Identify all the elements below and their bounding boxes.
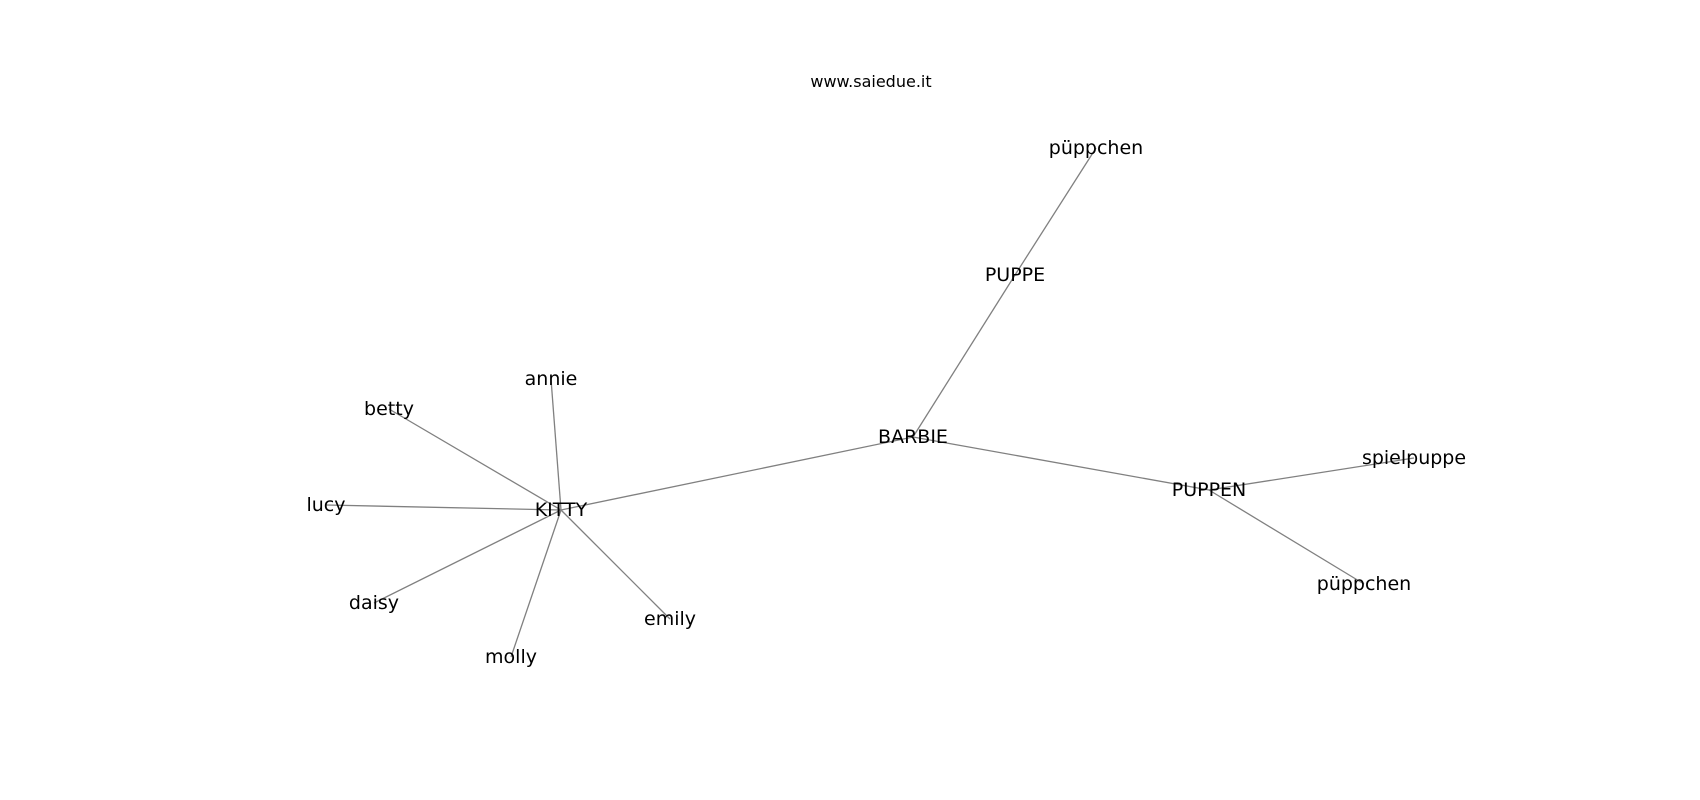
edge-barbie-puppe <box>912 274 1016 438</box>
node-label-kitty: KITTY <box>535 499 588 521</box>
node-label-emily: emily <box>644 608 696 630</box>
node-label-puppe: PUPPE <box>985 264 1045 286</box>
edge-kitty-molly <box>510 509 562 658</box>
edges-layer <box>325 147 1415 658</box>
edge-kitty-emily <box>560 509 671 620</box>
node-label-puppchen-bottom: püppchen <box>1317 573 1411 595</box>
node-label-puppen: PUPPEN <box>1172 479 1247 501</box>
node-label-spielpuppe: spielpuppe <box>1362 447 1466 469</box>
labels-layer: BARBIE KITTY PUPPE PUPPEN püppchen püppchen sp… <box>306 137 1466 668</box>
edge-kitty-daisy <box>373 509 562 604</box>
edge-puppen-spielpuppe <box>1208 457 1415 491</box>
edge-kitty-annie <box>550 378 562 511</box>
edge-puppen-puppchen-bottom <box>1208 489 1365 585</box>
edge-puppe-puppchen-top <box>1014 147 1097 276</box>
edge-kitty-betty <box>388 408 562 511</box>
node-label-betty: betty <box>364 398 414 420</box>
node-label-daisy: daisy <box>349 592 399 614</box>
edge-barbie-kitty <box>560 436 914 511</box>
node-label-lucy: lucy <box>306 494 345 516</box>
node-label-annie: annie <box>525 368 578 390</box>
node-label-molly: molly <box>485 646 537 668</box>
edge-kitty-lucy <box>325 504 562 511</box>
node-label-barbie: BARBIE <box>878 426 948 448</box>
node-label-puppchen-top: püppchen <box>1049 137 1143 159</box>
edge-barbie-puppen <box>912 436 1210 491</box>
